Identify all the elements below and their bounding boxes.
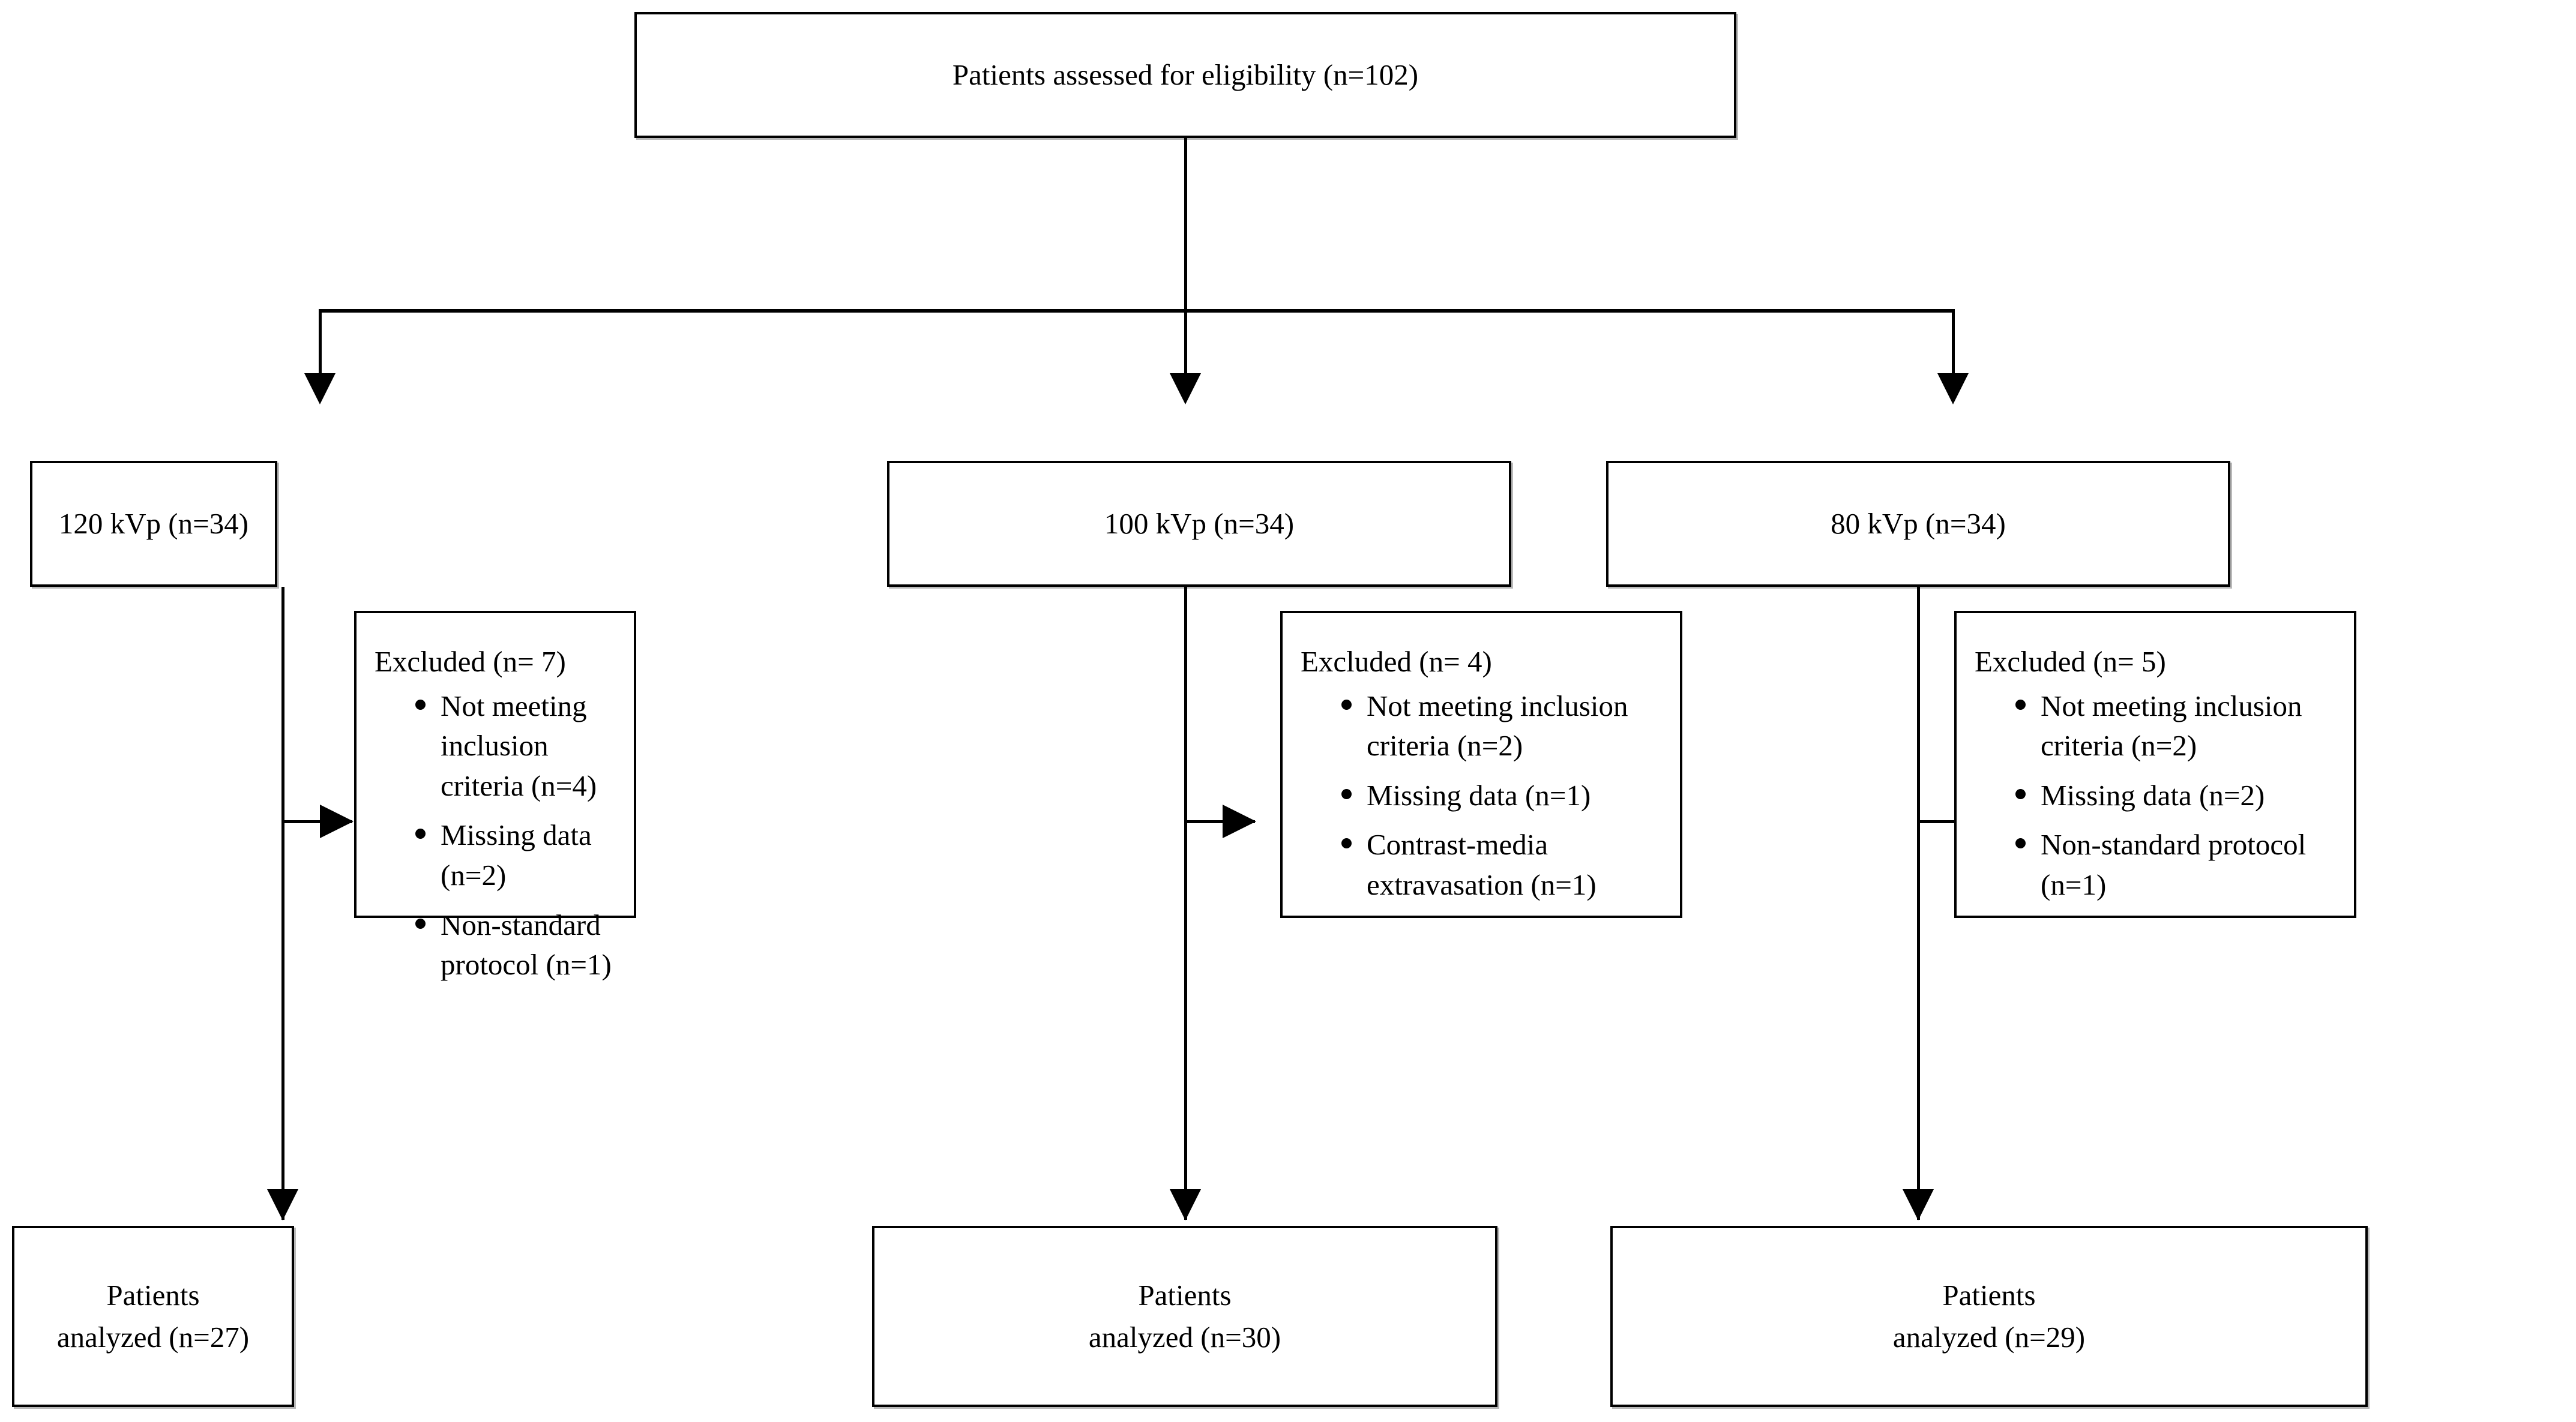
group-3-analyzed-arrow-icon bbox=[1903, 1189, 1934, 1220]
excluded-box-kvp-120: Excluded (n= 7) Not meeting inclusion cr… bbox=[354, 611, 636, 981]
analyzed-line1-kvp-80: Patients bbox=[1942, 1279, 2036, 1312]
group-box-kvp-100: 100 kVp (n=34) bbox=[887, 461, 1511, 587]
group-1-exclusion-arrow-icon bbox=[320, 805, 354, 838]
excluded-reason-list-kvp-80: Not meeting inclusion criteria (n=2) Mis… bbox=[1975, 686, 2343, 905]
list-item: Non-standard protocol (n=1) bbox=[414, 905, 623, 985]
group-1-exclusion-connector bbox=[281, 820, 352, 823]
group-label-kvp-100: 100 kVp (n=34) bbox=[1104, 507, 1295, 541]
analyzed-line2-kvp-120: analyzed (n=27) bbox=[56, 1321, 250, 1354]
group-label-kvp-80: 80 kVp (n=34) bbox=[1831, 507, 2006, 541]
list-item: Missing data (n=2) bbox=[414, 815, 623, 895]
group-2-exclusion-connector bbox=[1184, 820, 1255, 823]
list-item: Missing data (n=2) bbox=[2014, 776, 2343, 816]
analyzed-box-kvp-100: Patients analyzed (n=30) bbox=[872, 1226, 1497, 1407]
excluded-title-kvp-80: Excluded (n= 5) bbox=[1975, 645, 2166, 678]
group-2-stem bbox=[1184, 587, 1187, 1220]
group-2-analyzed-arrow-icon bbox=[1170, 1189, 1201, 1220]
enrollment-label: Patients assessed for eligibility (n=102… bbox=[952, 58, 1419, 92]
branch-arrow-2-icon bbox=[1170, 373, 1201, 404]
analyzed-line1-kvp-120: Patients bbox=[106, 1279, 200, 1312]
trunk-connector bbox=[1184, 138, 1187, 312]
list-item: Missing data (n=1) bbox=[1340, 776, 1669, 816]
branch-arrow-1-icon bbox=[304, 373, 336, 404]
excluded-box-kvp-100: Excluded (n= 4) Not meeting inclusion cr… bbox=[1280, 611, 1682, 918]
branch-connector-2 bbox=[1184, 309, 1187, 375]
list-item: Not meeting inclusion criteria (n=2) bbox=[2014, 686, 2343, 766]
group-3-exclusion-connector bbox=[1917, 820, 1988, 823]
list-item: Contrast-media extravasation (n=1) bbox=[1340, 825, 1669, 905]
group-2-exclusion-arrow-icon bbox=[1223, 805, 1256, 838]
group-box-kvp-120: 120 kVp (n=34) bbox=[30, 461, 277, 587]
group-box-kvp-80: 80 kVp (n=34) bbox=[1606, 461, 2230, 587]
analyzed-line2-kvp-100: analyzed (n=30) bbox=[1088, 1321, 1281, 1354]
group-3-stem bbox=[1917, 587, 1920, 1220]
list-item: Not meeting inclusion criteria (n=4) bbox=[414, 686, 623, 806]
analyzed-line2-kvp-80: analyzed (n=29) bbox=[1892, 1321, 2086, 1354]
excluded-reason-list-kvp-100: Not meeting inclusion criteria (n=2) Mis… bbox=[1301, 686, 1669, 905]
list-item: Non-standard protocol (n=1) bbox=[2014, 825, 2343, 905]
branch-arrow-3-icon bbox=[1937, 373, 1969, 404]
excluded-reason-list-kvp-120: Not meeting inclusion criteria (n=4) Mis… bbox=[375, 686, 623, 985]
distribution-bar bbox=[319, 309, 1955, 313]
branch-connector-3 bbox=[1952, 309, 1955, 375]
analyzed-box-kvp-80: Patients analyzed (n=29) bbox=[1610, 1226, 2368, 1407]
group-label-kvp-120: 120 kVp (n=34) bbox=[58, 507, 249, 541]
excluded-title-kvp-120: Excluded (n= 7) bbox=[375, 645, 566, 678]
analyzed-box-kvp-120: Patients analyzed (n=27) bbox=[12, 1226, 294, 1407]
group-1-analyzed-arrow-icon bbox=[267, 1189, 298, 1220]
excluded-box-kvp-80: Excluded (n= 5) Not meeting inclusion cr… bbox=[1954, 611, 2356, 918]
excluded-title-kvp-100: Excluded (n= 4) bbox=[1301, 645, 1492, 678]
branch-connector-1 bbox=[319, 309, 322, 375]
analyzed-line1-kvp-100: Patients bbox=[1138, 1279, 1232, 1312]
list-item: Not meeting inclusion criteria (n=2) bbox=[1340, 686, 1669, 766]
enrollment-box: Patients assessed for eligibility (n=102… bbox=[634, 12, 1736, 138]
group-1-stem bbox=[281, 587, 284, 1220]
